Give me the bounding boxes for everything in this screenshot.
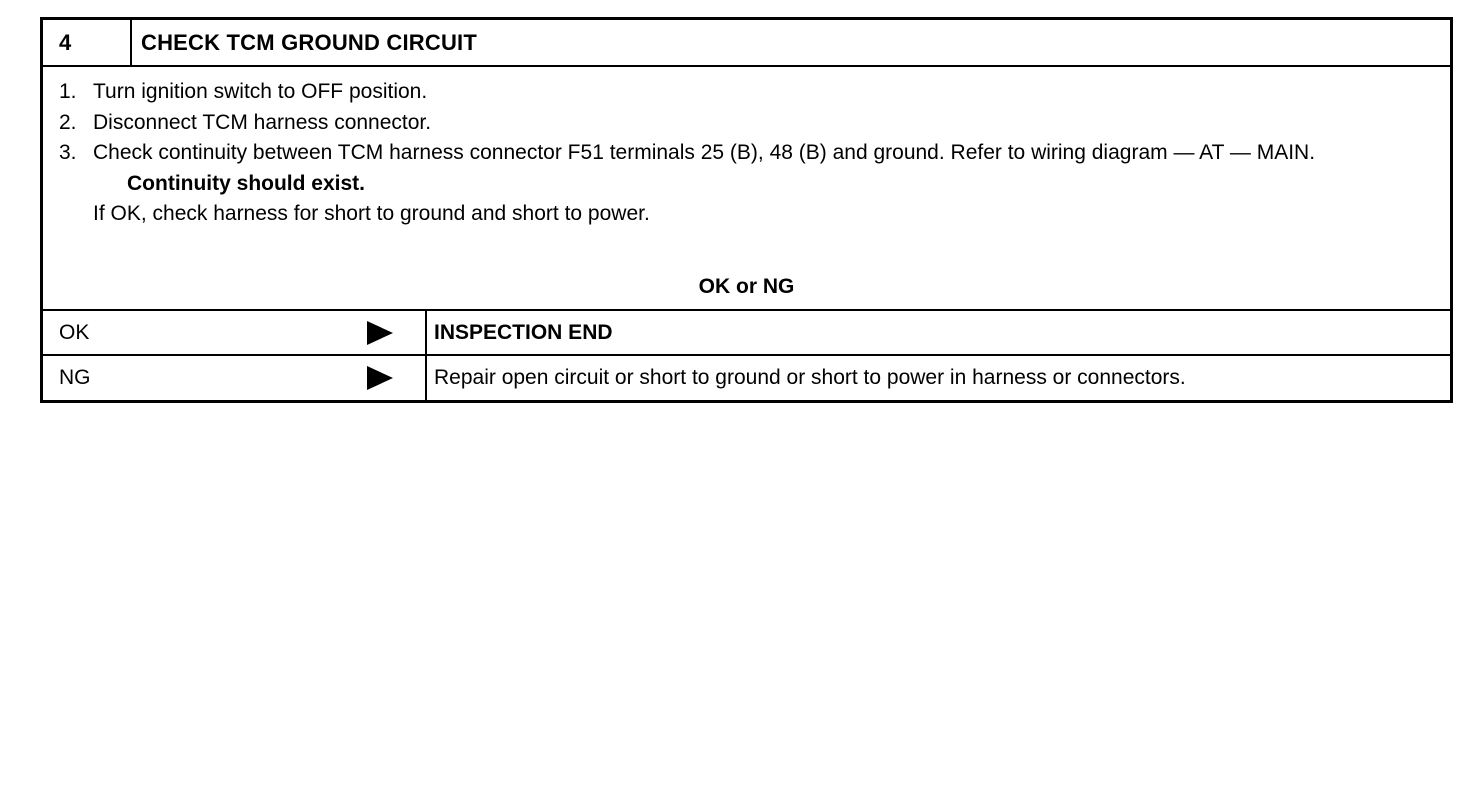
instruction-text: Turn ignition switch to OFF position. [93,80,428,103]
instruction-item: 2. Disconnect TCM harness connector. [43,108,1450,139]
arrow-right-icon [367,320,393,345]
step-number: 4 [43,20,132,65]
result-code: OK [59,320,90,344]
instruction-number: 3. [59,141,77,164]
decision-label: OK or NG [698,275,795,298]
result-action: INSPECTION END [434,320,613,344]
instruction-text: Check continuity between TCM harness con… [93,141,1316,164]
result-action: Repair open circuit or short to ground o… [434,366,1186,389]
ok-note: If OK, check harness for short to ground… [93,202,650,225]
instructions-block: 1. Turn ignition switch to OFF position.… [43,67,1450,311]
result-code: NG [59,366,91,389]
instruction-number: 2. [59,110,77,134]
result-row-ok: OK INSPECTION END [43,311,1450,356]
instruction-item: 1. Turn ignition switch to OFF position. [43,77,1450,108]
result-code-cell: OK [43,311,427,354]
instruction-text: Disconnect TCM harness connector. [93,110,432,134]
result-code-cell: NG [43,356,427,400]
expected-result: Continuity should exist. [127,171,366,195]
result-row-ng: NG Repair open circuit or short to groun… [43,356,1450,400]
step-header: 4 CHECK TCM GROUND CIRCUIT [43,20,1450,67]
instruction-item: 3. Check continuity between TCM harness … [43,138,1450,169]
instruction-number: 1. [59,80,77,103]
step-title: CHECK TCM GROUND CIRCUIT [141,29,478,55]
arrow-right-icon [367,366,393,390]
procedure-table: 4 CHECK TCM GROUND CIRCUIT 1. Turn ignit… [40,17,1453,403]
